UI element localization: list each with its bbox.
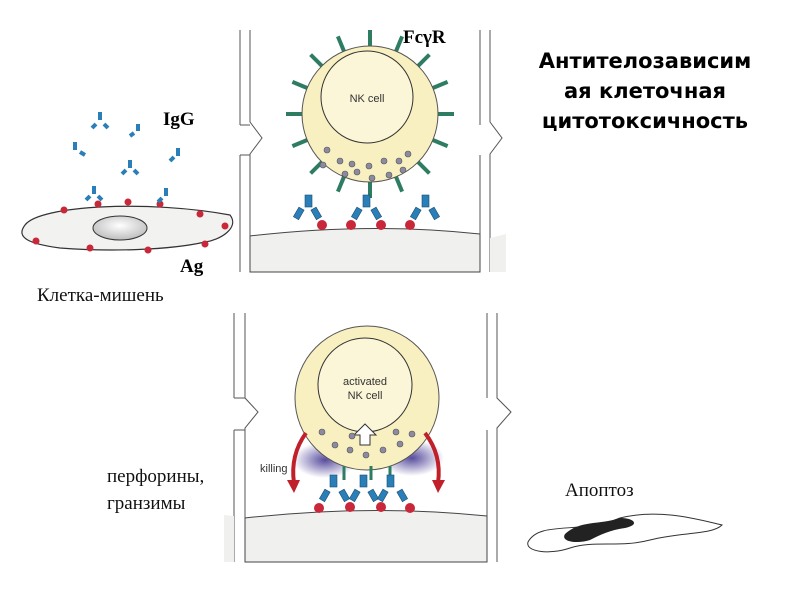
nk-cell-label-activated: NK cell (348, 390, 383, 402)
fcgr-receptor (394, 35, 404, 52)
ag-label: Ag (180, 256, 204, 277)
fcgr-label: FcγR (403, 27, 446, 48)
fcgr-receptor (394, 176, 404, 193)
perforins-label: перфорины, (107, 466, 205, 487)
bound-antibodies-bottom (314, 466, 415, 513)
target-cell-surface-bottom (244, 509, 488, 563)
fcgr-receptor (291, 138, 308, 148)
slide-title: Антителозависим ая клеточная цитотоксичн… (512, 46, 778, 136)
bound-antibodies-top (292, 194, 441, 230)
target-cell-label: Клетка-мишень (37, 285, 164, 306)
fcgr-receptor (416, 160, 431, 175)
title-line-1: Антителозависим (538, 49, 752, 73)
activated-nk-cell: activated NK cell (294, 325, 440, 471)
nk-cell-label: NK cell (350, 93, 385, 105)
fcgr-receptor (432, 80, 449, 90)
fcgr-receptor (309, 53, 324, 68)
target-cell-surface-left (224, 515, 234, 562)
target-cell (21, 112, 234, 254)
target-nucleus (92, 215, 148, 241)
free-igg-antibodies (73, 112, 180, 204)
killing-label: killing (260, 463, 288, 475)
fcgr-receptor (432, 138, 449, 148)
target-cell-surface-edge (490, 234, 506, 272)
nk-cell: NK cell (286, 30, 454, 198)
fcgr-receptor (336, 176, 346, 193)
title-line-2: ая клеточная (563, 79, 727, 103)
killing-arrowheads (287, 480, 445, 493)
killing-arrows (291, 431, 441, 484)
granules (319, 146, 412, 182)
fcgr-receptor (336, 35, 346, 52)
up-arrow-icon (352, 423, 378, 446)
apoptosis-label: Апоптоз (565, 480, 634, 501)
title-line-3: цитотоксичность (541, 109, 749, 133)
target-cell-surface-top (249, 227, 481, 273)
apoptotic-cell (527, 513, 723, 553)
granzymes-label: гранзимы (107, 493, 186, 514)
igg-label: IgG (163, 109, 195, 130)
fcgr-receptor (291, 80, 308, 90)
activated-label: activated (343, 376, 387, 388)
fcgr-receptor (416, 53, 431, 68)
